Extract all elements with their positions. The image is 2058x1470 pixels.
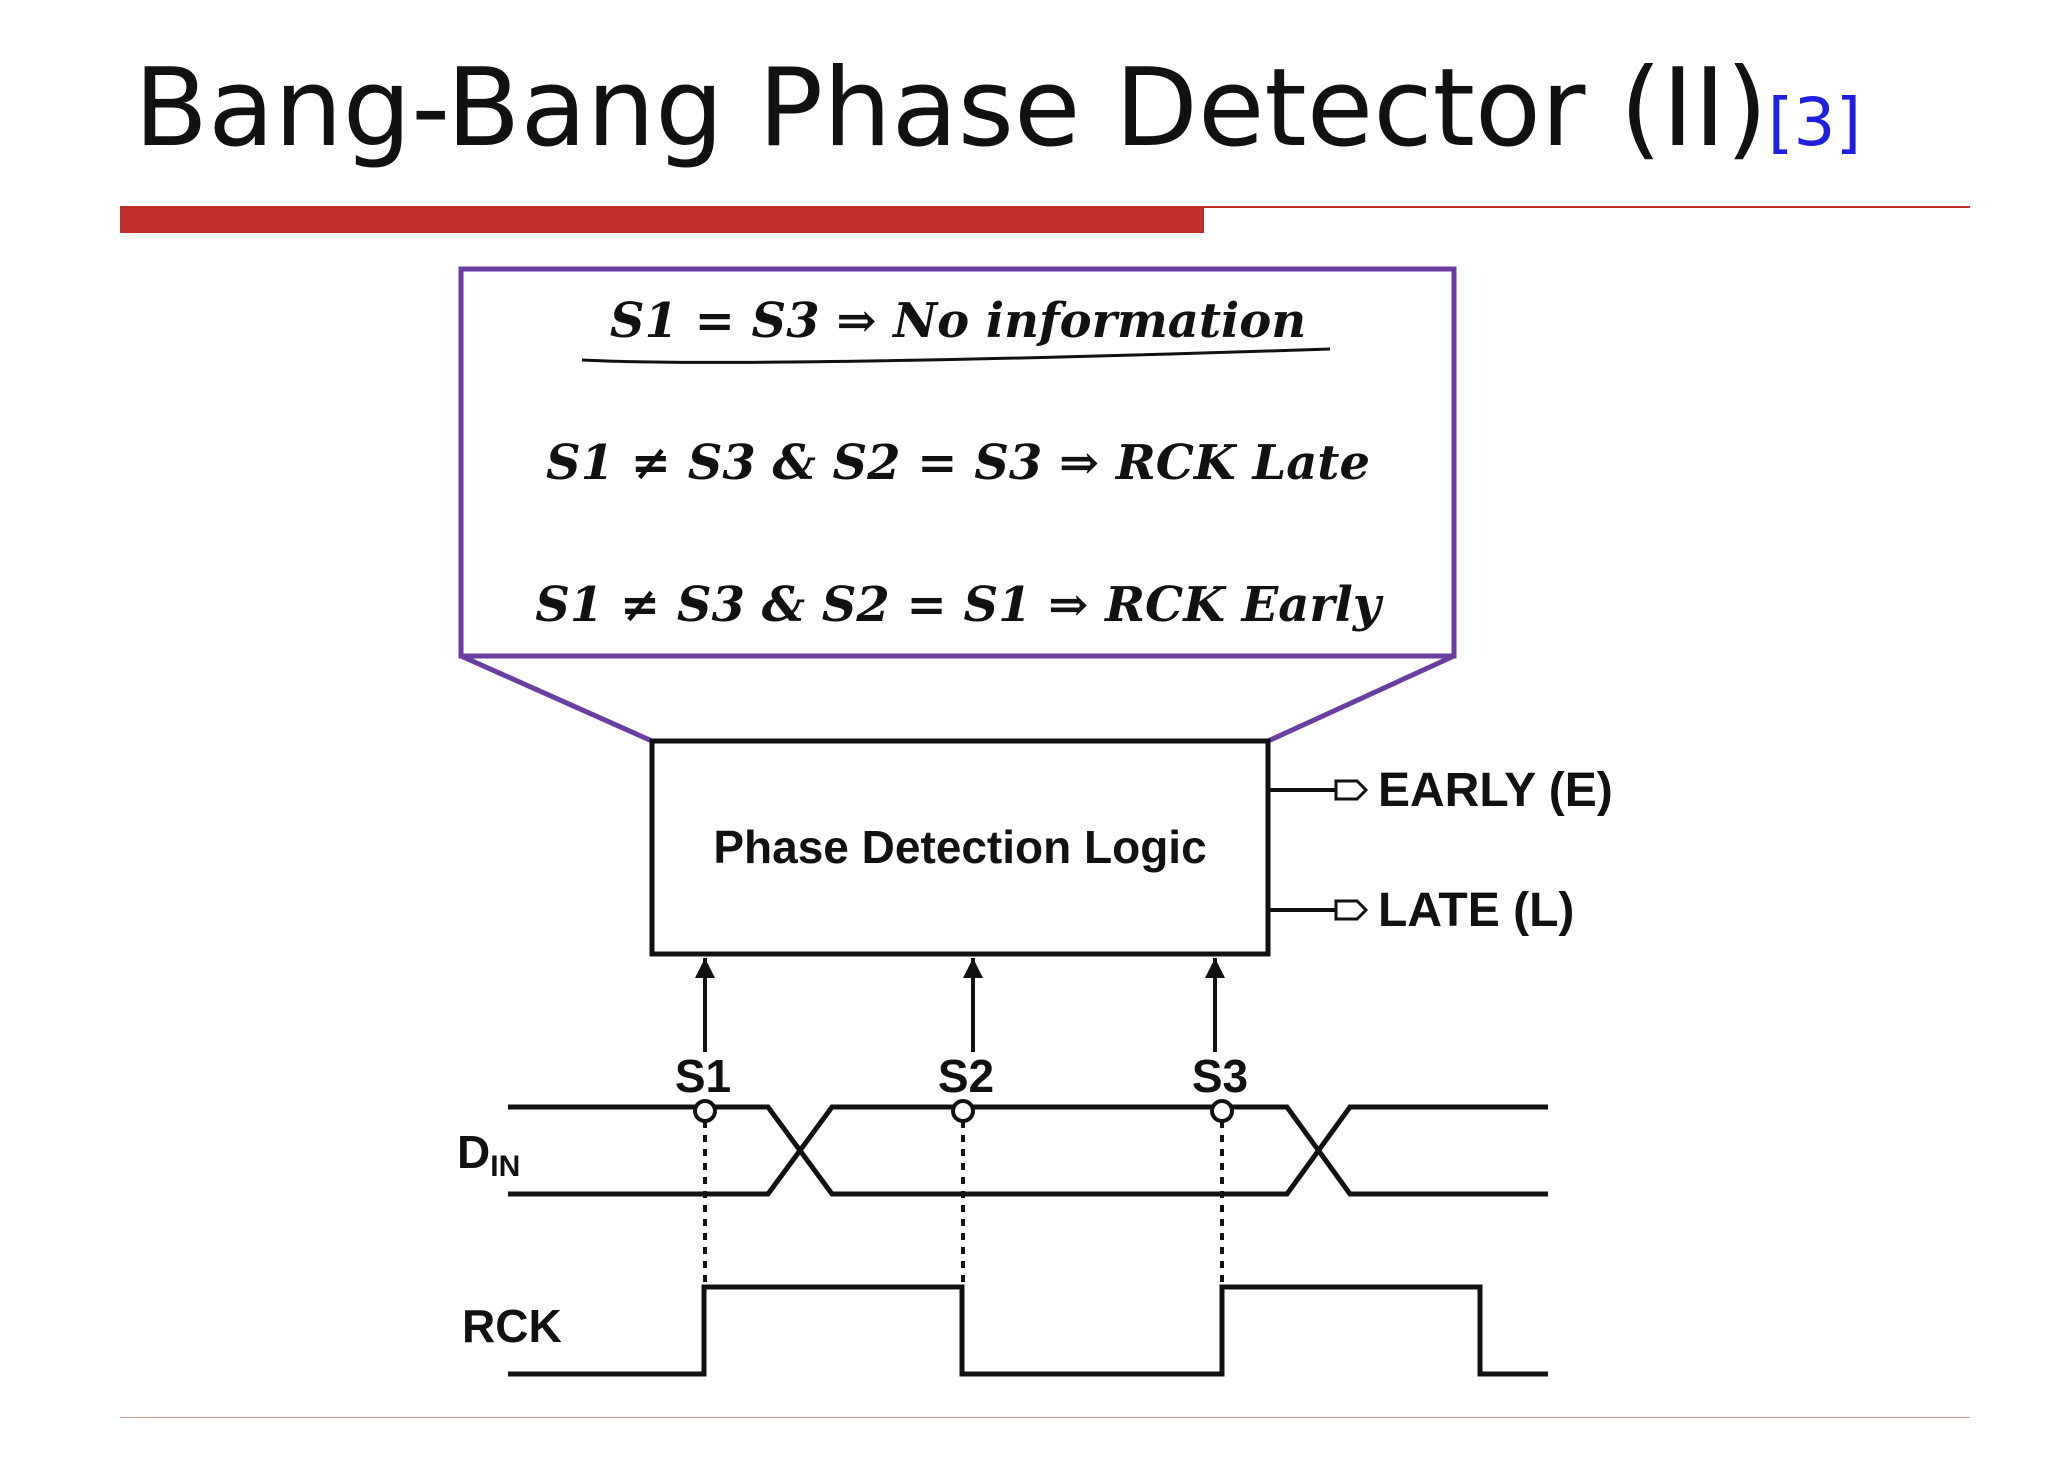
- late-output-label: LATE (L): [1378, 884, 1574, 937]
- din-label: DIN: [457, 1126, 520, 1183]
- logic-block-label: Phase Detection Logic: [713, 821, 1206, 873]
- sample-point-s3: [1210, 1099, 1234, 1123]
- title-reference: [3]: [1767, 84, 1862, 161]
- sample-label-s1: S1: [675, 1050, 731, 1102]
- callout-line-right: [1266, 653, 1456, 744]
- din-label-main: D: [457, 1126, 490, 1178]
- slide-title: Bang-Bang Phase Detector (II)[3]: [134, 55, 1861, 163]
- title-underline-thin: [1204, 206, 1970, 208]
- callout-line-left: [459, 653, 654, 744]
- title-underline-thick: [120, 206, 1204, 233]
- rck-label: RCK: [462, 1300, 562, 1352]
- din-waveform: [508, 1104, 1548, 1197]
- condition-row-3: S1 ≠ S3 & S2 = S1 ⇒ RCK Early: [535, 577, 1384, 633]
- sample-label-s3: S3: [1192, 1050, 1248, 1102]
- condition-row-1-underline: [581, 347, 1331, 364]
- late-output-port: [1334, 899, 1369, 921]
- condition-row-1: S1 = S3 ⇒ No information: [610, 293, 1306, 349]
- conditions-box: [458, 266, 1457, 659]
- early-output-label: EARLY (E): [1378, 764, 1613, 817]
- sample-label-s2: S2: [938, 1050, 994, 1102]
- footer-rule: [120, 1417, 1970, 1418]
- rck-waveform: [508, 1284, 1548, 1377]
- slide-title-text: Bang-Bang Phase Detector (II): [134, 46, 1768, 171]
- sample-point-s1: [693, 1099, 717, 1123]
- din-label-subscript: IN: [490, 1150, 520, 1183]
- condition-row-2: S1 ≠ S3 & S2 = S3 ⇒ RCK Late: [546, 435, 1370, 491]
- sample-point-s2: [951, 1099, 975, 1123]
- phase-detection-logic-block: [649, 738, 1271, 957]
- early-output-port: [1334, 779, 1369, 801]
